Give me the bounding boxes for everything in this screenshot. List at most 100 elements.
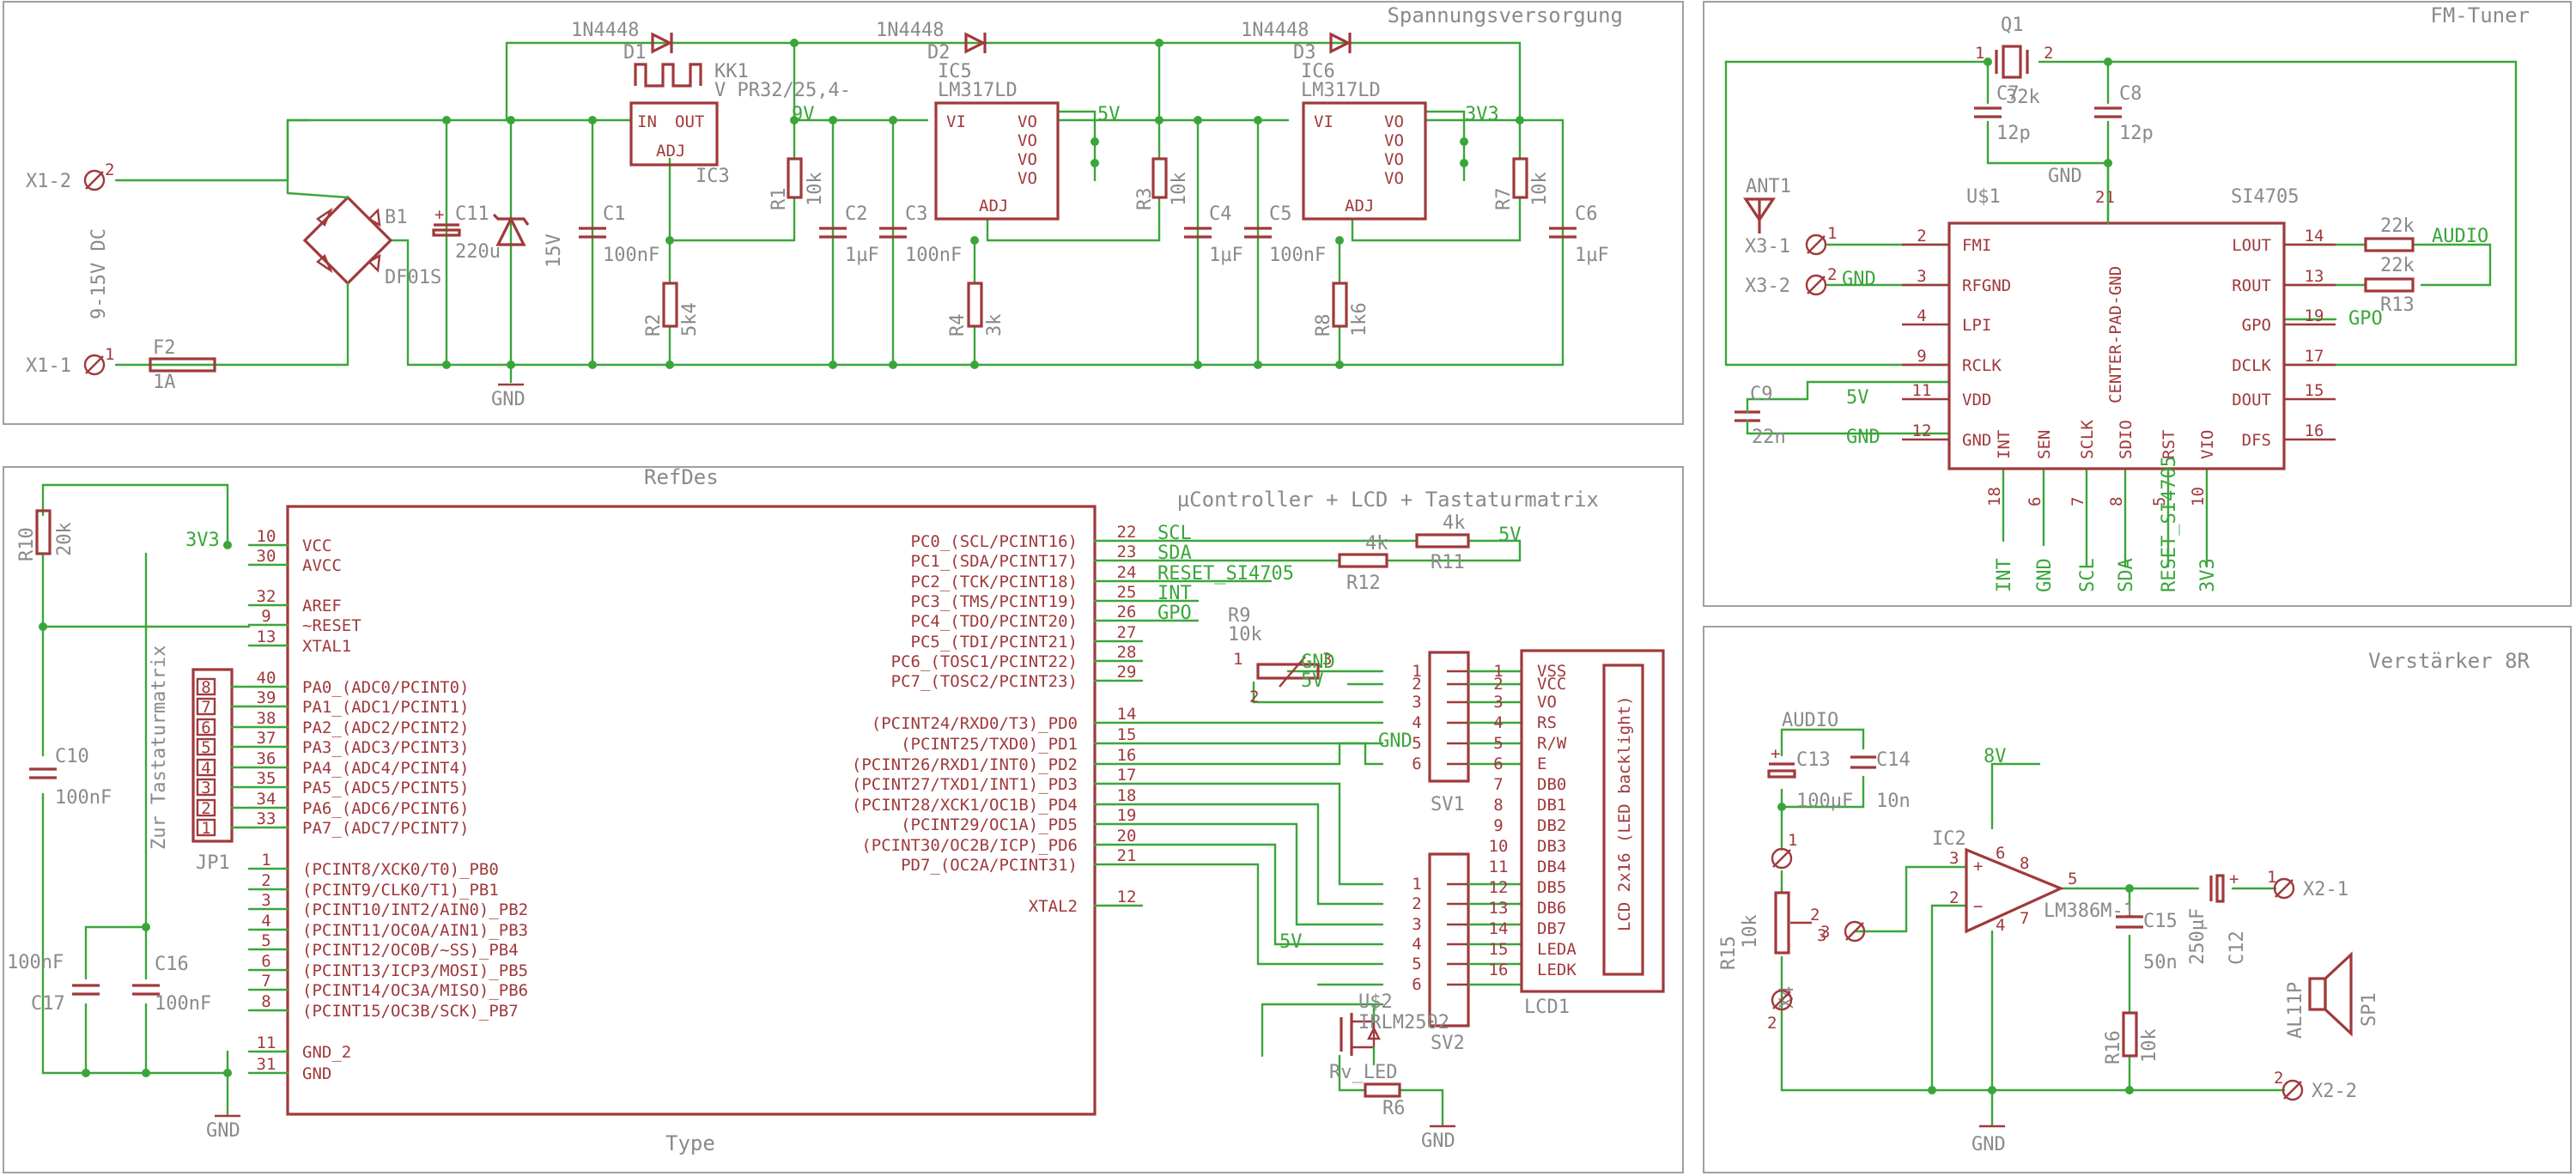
svg-text:SV1: SV1	[1431, 794, 1465, 815]
mcu-pin-number: 23	[1117, 543, 1137, 561]
lcd-pin-name: DB1	[1537, 796, 1566, 815]
svg-text:100nF: 100nF	[603, 245, 659, 266]
svg-text:IC5: IC5	[938, 61, 972, 82]
si4705-pin-number: 12	[1912, 421, 1932, 440]
capacitor-c10: C10 100nF	[29, 746, 112, 809]
svg-text:3: 3	[1322, 650, 1332, 669]
connector-x1-2: 2 X1-2	[26, 161, 114, 192]
lcd-pin-number: 15	[1489, 940, 1509, 959]
svg-text:C14: C14	[1876, 749, 1911, 771]
supply-label: 9-15V DC	[88, 228, 110, 319]
mcu-pin-number: 38	[257, 709, 276, 728]
si4705-bottom-pins: INT18INTSEN6GNDSCLK7SCLSDIO8SDARST5RESET…	[1985, 161, 2219, 592]
connector-x2-1: 1 X2-1	[2267, 868, 2348, 900]
svg-text:U$2: U$2	[1358, 991, 1393, 1013]
svg-text:C12: C12	[2227, 930, 2248, 965]
mcu-pin-name: PC2_(TCK/PCINT18)	[911, 573, 1078, 591]
si4705-pin-name: LOUT	[2232, 236, 2271, 255]
mcu-pin-number: 9	[261, 607, 270, 626]
svg-text:10k: 10k	[1740, 914, 1761, 949]
svg-text:−: −	[1973, 897, 1983, 916]
mcu-pin-number: 11	[257, 1034, 276, 1052]
svg-text:32k: 32k	[2006, 87, 2040, 108]
capacitor-c15: C15 50n	[2116, 911, 2178, 973]
fm-net-gpo: GPO	[2348, 308, 2383, 330]
svg-text:C9: C9	[1750, 384, 1773, 405]
svg-text:250µF: 250µF	[2187, 908, 2208, 965]
svg-text:R8: R8	[1313, 314, 1334, 337]
mcu-pin-number: 12	[1117, 888, 1137, 906]
mcu-pin-name: (PCINT9/CLK0/T1)_PB1	[302, 881, 499, 900]
fuse-f2: F2 1A	[149, 337, 216, 393]
frame-amplifier	[1703, 626, 2572, 1173]
jp1-pin-box	[196, 697, 216, 716]
mcu-pin-name: PC1_(SDA/PCINT17)	[911, 552, 1078, 571]
svg-text:12p: 12p	[1996, 123, 2031, 144]
svg-text:VI: VI	[946, 112, 966, 131]
mcu-pin-number: 16	[1117, 746, 1137, 765]
mcu-right-nets: SCL SDA RESET_SI4705 INT GPO	[1157, 523, 1294, 624]
svg-text:4k: 4k	[1365, 533, 1388, 555]
diode-d3: 1N4448 D3	[1241, 20, 1352, 64]
svg-text:1: 1	[1975, 44, 1984, 63]
frame-fm-tuner	[1703, 1, 2572, 607]
sheet-title-fm: FM-Tuner	[2430, 3, 2530, 27]
sheet-title-amp: Verstärker 8R	[2368, 649, 2530, 673]
svg-text:C13: C13	[1796, 749, 1831, 771]
svg-text:GND: GND	[491, 389, 526, 410]
svg-text:220u: 220u	[455, 241, 501, 263]
mcu-pin-name: (PCINT8/XCK0/T0)_PB0	[302, 860, 499, 879]
mcu-pin-number: 25	[1117, 583, 1137, 602]
sv2-pin-number: 6	[1412, 975, 1421, 994]
mcu-pin-name: VCC	[302, 536, 331, 555]
svg-text:1µF: 1µF	[845, 245, 879, 266]
svg-text:D2: D2	[927, 42, 951, 64]
mcu-pin-name: (PCINT25/TXD0)_PD1	[901, 735, 1078, 754]
svg-text:C8: C8	[2119, 83, 2142, 105]
mcu-pin-name: (PCINT28/XCK1/OC1B)_PD4	[852, 796, 1078, 815]
regulator-ic6: IC6 LM317LD VI VO VO VO VO ADJ	[1301, 61, 1427, 221]
svg-text:4k: 4k	[1443, 512, 1466, 534]
sv2-pin-number: 5	[1412, 955, 1421, 973]
svg-text:22k: 22k	[2380, 255, 2415, 276]
mcu-right-pins: 22PC0_(SCL/PCINT16)23PC1_(SDA/PCINT17)24…	[852, 523, 1144, 916]
bridge-rectifier-b1: B1 DF01S	[286, 191, 441, 302]
jp1-pin-box	[196, 758, 216, 777]
svg-text:1: 1	[1827, 224, 1837, 243]
header-jp1: JP1 Zur Tastaturmatrix	[149, 646, 234, 874]
mcu-right-wires	[1140, 539, 1522, 1126]
svg-text:IC2: IC2	[1932, 828, 1966, 850]
chip-si4705: U$1 SI4705 21 CENTER-PAD-GND	[1947, 186, 2299, 470]
svg-text:D3: D3	[1293, 42, 1316, 64]
lcd-pin-name: VO	[1537, 693, 1557, 712]
svg-text:SV2: SV2	[1431, 1033, 1465, 1054]
lcd-pin-name: DB6	[1537, 899, 1566, 918]
si4705-pin-number: 2	[1917, 227, 1926, 246]
svg-text:GND: GND	[1842, 269, 1876, 290]
connector-x2-2: 2 X2-2	[2274, 1069, 2357, 1102]
mcu-pin-name: (PCINT26/RXD1/INT0)_PD2	[852, 755, 1078, 774]
svg-text:2: 2	[2044, 44, 2053, 63]
diode-d2: 1N4448 D2	[876, 20, 987, 64]
mcu-pin-number: 14	[1117, 705, 1137, 724]
lcd-pin-name: DB0	[1537, 775, 1566, 794]
sv1-pin-number: 2	[1412, 675, 1421, 694]
mcu-pin-number: 34	[257, 790, 276, 809]
svg-text:1A: 1A	[153, 372, 176, 393]
svg-text:VO: VO	[1018, 112, 1037, 131]
mcu-pin-number: 31	[257, 1055, 276, 1074]
amp-x4-pin2: 2	[1767, 989, 1793, 1033]
si4705-pin-number: 13	[2305, 267, 2324, 286]
lcd-pin-name: DB7	[1537, 919, 1566, 938]
svg-text:IC6: IC6	[1301, 61, 1335, 82]
svg-text:ANT1: ANT1	[1746, 176, 1791, 197]
lcd-pin-name: DB3	[1537, 837, 1566, 856]
si4705-pin-name: RFGND	[1962, 276, 2011, 295]
sv2-pin-number: 1	[1412, 875, 1421, 894]
jp1-pin-number: 8	[201, 678, 210, 697]
svg-text:LCD 2x16 (LED backlight): LCD 2x16 (LED backlight)	[1615, 695, 1634, 931]
mcu-pin-name: (PCINT11/OC0A/AIN1)_PB3	[302, 921, 528, 940]
jp1-pin-box	[196, 778, 216, 797]
svg-text:KK1: KK1	[714, 61, 749, 82]
mcu-pin-name: (PCINT10/INT2/AIN0)_PB2	[302, 900, 528, 919]
